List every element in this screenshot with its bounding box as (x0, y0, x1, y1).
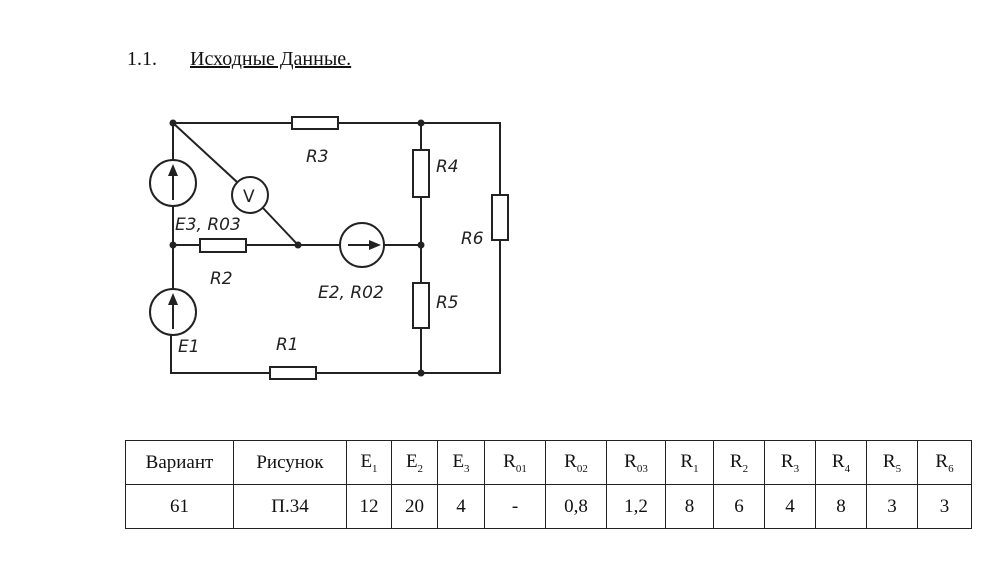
header-main: Вариант (145, 451, 214, 473)
header-main: R (882, 450, 896, 472)
table-cell: 8 (665, 484, 714, 529)
header-sub: 3 (464, 462, 470, 475)
node (417, 369, 425, 377)
table-cell: 8 (815, 484, 867, 529)
header-sub: 4 (844, 462, 851, 475)
voltmeter (231, 176, 269, 214)
section-heading: 1.1. Исходные Данные. (127, 48, 351, 71)
table-cell: 4 (764, 484, 816, 529)
header-cell: R3 (764, 440, 816, 485)
arrow-right-icon (369, 240, 381, 250)
resistor-r6 (491, 194, 509, 241)
header-sub: 1 (693, 462, 699, 475)
label-r4: R4 (436, 157, 459, 177)
label-r5: R5 (436, 293, 459, 313)
header-sub: 2 (417, 462, 424, 475)
header-cell: E1 (346, 440, 392, 485)
header-main: R (780, 450, 794, 472)
node (169, 119, 177, 127)
label-e3-r03: E3, R03 (175, 215, 241, 235)
label-r6: R6 (461, 229, 484, 249)
header-cell: R01 (484, 440, 546, 485)
resistor-r3 (291, 116, 339, 130)
table-cell: 3 (866, 484, 918, 529)
table-cell: 61 (125, 484, 234, 529)
table-cell: П.34 (233, 484, 347, 529)
section-number: 1.1. (127, 48, 157, 70)
header-main: R (729, 450, 743, 472)
header-cell: R1 (665, 440, 714, 485)
resistor-r2 (199, 238, 247, 253)
table-cell: 20 (391, 484, 438, 529)
header-main: E (452, 450, 465, 472)
wire (170, 122, 501, 374)
table-cell: 4 (437, 484, 485, 529)
header-cell: E3 (437, 440, 485, 485)
header-cell: Рисунок (233, 440, 347, 485)
label-r2: R2 (210, 269, 233, 289)
header-cell: R5 (866, 440, 918, 485)
header-cell: R2 (713, 440, 765, 485)
resistor-r4 (412, 149, 430, 198)
header-main: E (405, 450, 418, 472)
header-sub: 01 (515, 462, 527, 475)
table-cell: 6 (713, 484, 765, 529)
header-cell: E2 (391, 440, 438, 485)
resistor-r1 (269, 366, 317, 380)
header-sub: 02 (576, 462, 588, 475)
header-main: Рисунок (256, 451, 324, 473)
header-cell: R02 (545, 440, 607, 485)
header-main: E (360, 450, 373, 472)
header-sub: 5 (895, 462, 902, 475)
header-sub: 1 (372, 462, 378, 475)
header-main: R (680, 450, 694, 472)
header-sub: 6 (948, 462, 954, 475)
table-cell: 1,2 (606, 484, 666, 529)
header-sub: 03 (636, 462, 648, 475)
wire (172, 122, 299, 246)
table-cell: - (484, 484, 546, 529)
header-main: R (503, 450, 516, 472)
table-cell: 0,8 (545, 484, 607, 529)
header-cell: Вариант (125, 440, 234, 485)
node (417, 119, 425, 127)
header-cell: R4 (815, 440, 867, 485)
table-cell: 3 (917, 484, 972, 529)
label-e2-r02: E2, R02 (318, 283, 384, 303)
header-cell: R03 (606, 440, 666, 485)
header-sub: 3 (793, 462, 800, 475)
label-e1: E1 (178, 337, 200, 357)
table-cell: 12 (346, 484, 392, 529)
resistor-r5 (412, 282, 430, 329)
voltmeter-label: V (243, 187, 255, 207)
header-cell: R6 (917, 440, 972, 485)
header-main: R (564, 450, 577, 472)
header-sub: 2 (742, 462, 749, 475)
header-main: R (935, 450, 949, 472)
header-main: R (624, 450, 637, 472)
node (417, 241, 425, 249)
label-r3: R3 (306, 147, 329, 167)
node (294, 241, 302, 249)
label-r1: R1 (276, 335, 299, 355)
header-main: R (831, 450, 845, 472)
section-title: Исходные Данные. (190, 48, 352, 70)
arrow-up-icon (168, 293, 178, 305)
node (169, 241, 177, 249)
arrow-up-icon (168, 164, 178, 176)
